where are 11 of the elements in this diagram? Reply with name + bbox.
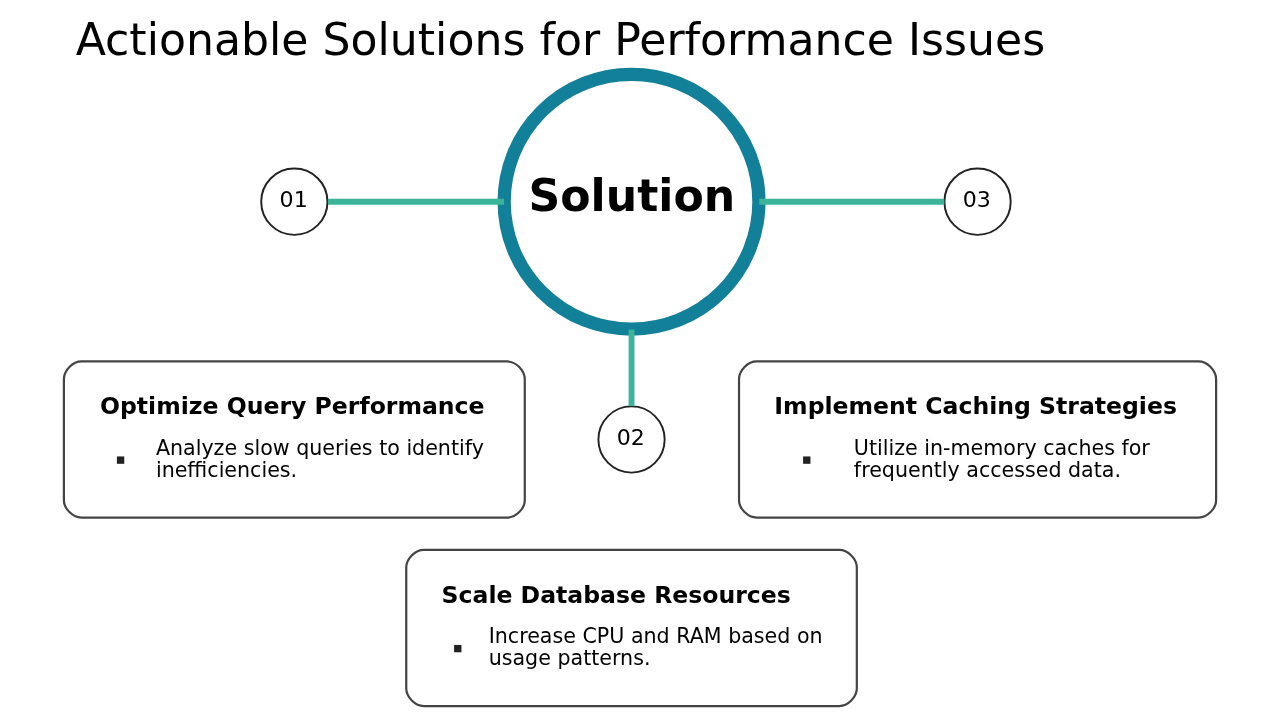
connector [628,329,635,407]
diagram-title: Actionable Solutions for Performance Issues [75,14,1046,66]
node-circle: Solution [497,67,766,336]
node-circle: 02 [597,405,666,474]
node-box: Optimize Query Performance Analyze slow queries to identify inefficiencies. [62,360,526,519]
node-box: Scale Database Resources Increase CPU and RAM based on usage patterns. [405,548,858,708]
node-circle: 01 [260,167,329,236]
connector [759,198,945,205]
node-box: Implement Caching Strategies Utilize in-memory caches for frequently accessed data. [737,360,1218,519]
connector [327,198,505,205]
node-circle: 03 [943,167,1012,236]
